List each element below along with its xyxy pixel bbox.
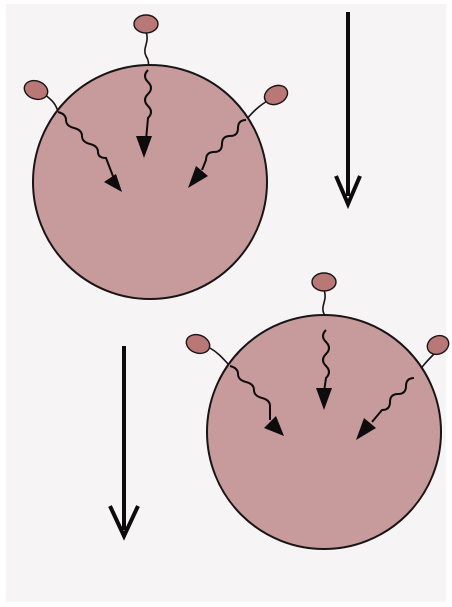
receptor-head-top bbox=[312, 273, 336, 291]
cell-body-top-left bbox=[33, 65, 267, 299]
receptor-head-top bbox=[134, 15, 158, 33]
cell-body-bottom-right bbox=[207, 315, 441, 549]
